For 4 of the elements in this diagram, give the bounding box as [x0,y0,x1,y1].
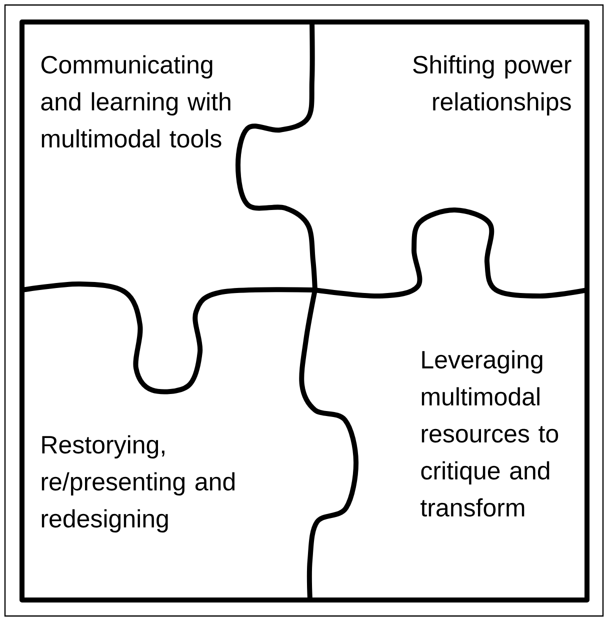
puzzle-piece-text: Leveraging multimodal resources to critique and transform [420,350,558,517]
puzzle-piece-text: Restorying, re/presenting and redesigning [42,435,235,532]
puzzle-piece-text: Communicating and learning with multimodal tools [41,55,230,148]
puzzle-piece-text: Shifting power relationships [413,55,572,116]
